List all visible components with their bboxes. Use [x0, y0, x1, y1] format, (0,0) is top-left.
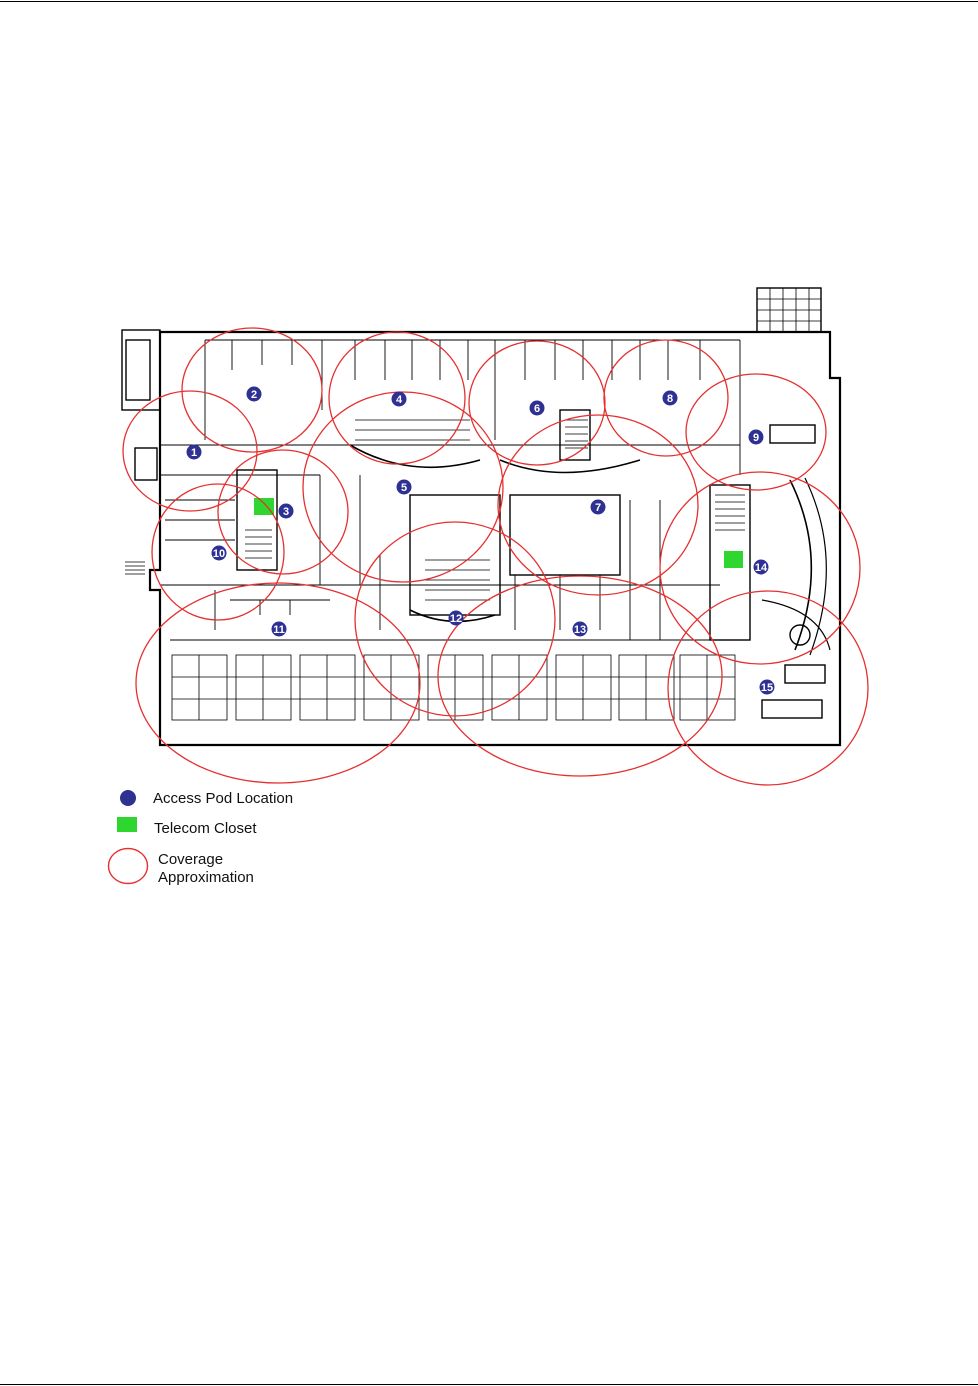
access-pod-marker: 14: [754, 560, 769, 575]
access-pod-label: 6: [534, 403, 540, 415]
access-pod-marker: 9: [749, 430, 764, 445]
access-pod-label: 1: [191, 447, 197, 459]
access-pod-label: 15: [761, 682, 773, 694]
access-pod-label: 14: [755, 562, 768, 574]
access-pod-label: 13: [574, 624, 586, 636]
access-pod-label: 5: [401, 482, 407, 494]
access-pod-marker: 10: [212, 546, 227, 561]
access-pod-marker: 1: [187, 445, 202, 460]
access-pod-marker: 11: [272, 622, 287, 637]
coverage-legend-icon: [106, 846, 150, 886]
access-pod-label: 9: [753, 432, 759, 444]
access-pod-label: 8: [667, 393, 673, 405]
access-pod-legend-label: Access Pod Location: [153, 790, 293, 808]
access-pod-label: 4: [396, 394, 403, 406]
access-pod-label: 10: [213, 548, 225, 560]
access-pod-legend-icon: [119, 789, 137, 807]
access-pod-label: 11: [273, 624, 285, 636]
access-pod-marker: 2: [247, 387, 262, 402]
coverage-legend-label-line1: Coverage: [158, 851, 223, 869]
building-walls: [122, 288, 840, 745]
access-pod-label: 12: [450, 613, 462, 625]
access-pod-marker: 13: [573, 622, 588, 637]
access-pod-marker: 4: [392, 392, 407, 407]
access-pod-label: 2: [251, 389, 257, 401]
access-pod-label: 3: [283, 506, 289, 518]
access-pod-marker: 6: [530, 401, 545, 416]
access-pod-marker: 15: [760, 680, 775, 695]
coverage-legend-label-line2: Approximation: [158, 869, 254, 887]
telecom-closet-legend-label: Telecom Closet: [154, 820, 257, 838]
access-pod-marker: 8: [663, 391, 678, 406]
access-pod-marker: 12: [449, 611, 464, 626]
access-pod-marker: 5: [397, 480, 412, 495]
telecom-closet-legend-icon: [117, 817, 137, 832]
access-pod-marker: 3: [279, 504, 294, 519]
access-pod-marker: 7: [591, 500, 606, 515]
coverage-circle: [136, 583, 420, 783]
access-pod-label: 7: [595, 502, 601, 514]
telecom-closet-marker: [724, 551, 743, 568]
